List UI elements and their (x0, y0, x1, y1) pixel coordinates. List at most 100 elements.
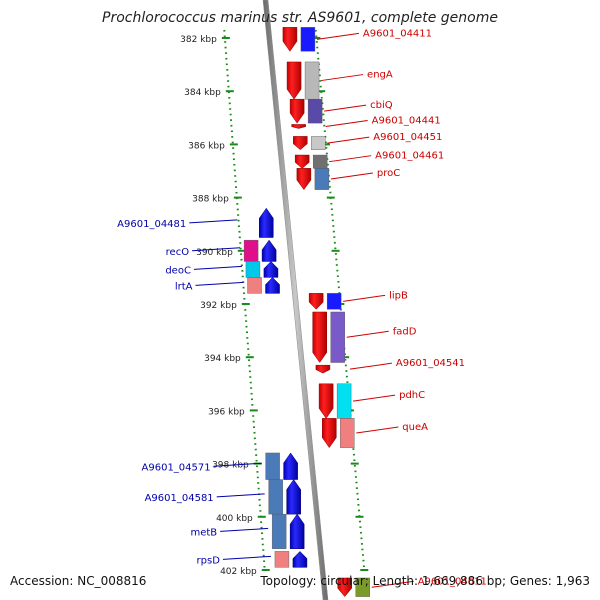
leader-enga (320, 74, 364, 82)
gene-a9601-04571 (283, 452, 298, 480)
gene-pdhc (318, 383, 334, 419)
label-pdhc: pdhC (399, 390, 425, 401)
cog-fadd (330, 311, 345, 363)
cog-a9601-04461 (312, 154, 328, 169)
label-a9601-04581: A9601_04581 (145, 493, 214, 504)
leader-reco (192, 247, 241, 252)
leader-pdhc (353, 394, 396, 402)
cog-a9601-04581 (268, 479, 283, 515)
ruler-right-arc (314, 29, 366, 571)
gene-lipb (308, 293, 324, 310)
label-fadd: fadD (393, 326, 417, 337)
leader-a9601-04441 (325, 119, 368, 127)
backbone-line (262, 0, 329, 600)
label-a9601-04411: A9601_04411 (363, 28, 432, 39)
label-lrta: lrtA (175, 281, 193, 292)
ruler-tick-label: 382 kbp (180, 35, 217, 45)
gene-proc (296, 168, 312, 191)
gene-rpsd (292, 551, 308, 568)
gene-lrta (265, 277, 280, 294)
leader-a9601-04461 (329, 155, 372, 163)
leader-proc (330, 172, 373, 180)
ruler-tick-label: 386 kbp (188, 141, 225, 151)
ruler-left-arc (223, 29, 266, 571)
cog-tracks (243, 27, 370, 597)
cog-quea (340, 418, 355, 448)
leader-lrta (195, 281, 244, 286)
ruler-tick-label: 402 kbp (220, 567, 257, 577)
leader-a9601-04581 (216, 493, 265, 498)
cog-a9601-04451 (311, 136, 326, 150)
label-a9601-04571: A9601_04571 (142, 462, 211, 473)
cog-lrta (247, 277, 262, 294)
leader-a9601-04411 (316, 32, 360, 40)
label-reco: recO (166, 247, 190, 258)
leader-cbiq (324, 104, 367, 112)
cog-deoc (245, 261, 261, 278)
cog-a9601-04571 (265, 452, 280, 480)
leader-a9601-04451 (327, 136, 370, 144)
leader-fadd (346, 330, 389, 338)
gene-deoc (263, 261, 279, 278)
leader-metb (220, 527, 269, 532)
label-cbiq: cbiQ (370, 100, 393, 111)
gene-quea (322, 418, 337, 449)
gene-a9601-04411 (282, 27, 298, 52)
gene-labels: A9601_04411 engA cbiQ A9601_04441A9601_0445… (117, 28, 487, 588)
gene-a9601-04441 (291, 124, 306, 129)
label-lipb: lipB (389, 290, 408, 301)
leader-rpsd (222, 555, 271, 560)
label-a9601-04461: A9601_04461 (375, 151, 444, 162)
ruler-tick-label: 384 kbp (184, 88, 221, 98)
gene-reco (261, 239, 277, 262)
gene-enga (286, 61, 302, 100)
gene-a9601-04611 (337, 577, 352, 597)
gene-cbiq (289, 98, 305, 124)
gene-a9601-04541 (315, 364, 331, 374)
leader-a9601-04571 (213, 462, 262, 467)
gene-tracks (259, 27, 352, 597)
leader-a9601-04611 (371, 580, 414, 588)
gene-a9601-04481 (259, 207, 274, 238)
label-a9601-04541: A9601_04541 (396, 358, 465, 369)
cog-metb (271, 513, 287, 549)
label-a9601-04451: A9601_04451 (373, 132, 442, 143)
cog-a9601-04611 (355, 577, 370, 597)
label-proc: proC (377, 168, 400, 179)
leader-a9601-04481 (189, 219, 238, 224)
ruler-tick-label: 392 kbp (200, 301, 237, 311)
label-a9601-04441: A9601_04441 (372, 115, 441, 126)
gene-a9601-04461 (294, 154, 310, 169)
label-quea: queA (402, 422, 428, 433)
gene-a9601-04581 (286, 479, 301, 515)
map-title: Prochlorococcus marinus str. AS9601, com… (102, 10, 498, 26)
cog-pdhc (336, 383, 352, 419)
ruler-tick-label: 396 kbp (208, 407, 245, 417)
cog-reco (243, 239, 259, 262)
label-a9601-04611: A9601_04611 (418, 576, 487, 587)
gene-a9601-04451 (293, 136, 308, 151)
genome-summary-text: Topology: circular; Length: 1,669,886 bp… (260, 574, 590, 588)
ruler-tick-label: 400 kbp (216, 514, 253, 524)
leader-quea (356, 426, 399, 434)
label-rpsd: rpsD (197, 555, 221, 566)
label-deoc: deoC (165, 265, 191, 276)
cog-lipb (326, 293, 342, 310)
leader-deoc (193, 265, 242, 270)
leader-lipb (343, 294, 386, 302)
cog-a9601-04411 (300, 27, 316, 52)
gene-fadd (312, 311, 327, 363)
cog-rpsd (274, 551, 290, 568)
gene-metb (289, 513, 305, 549)
backbone (262, 0, 329, 600)
label-enga: engA (367, 70, 393, 81)
label-metb: metB (190, 527, 217, 538)
cog-cbiq (307, 98, 323, 124)
ruler-tick-label: 394 kbp (204, 354, 241, 364)
label-a9601-04481: A9601_04481 (117, 219, 186, 230)
ruler-tick-label: 390 kbp (196, 248, 233, 258)
cog-proc (314, 168, 330, 190)
cog-enga (304, 61, 320, 100)
accession-text: Accession: NC_008816 (10, 574, 147, 588)
